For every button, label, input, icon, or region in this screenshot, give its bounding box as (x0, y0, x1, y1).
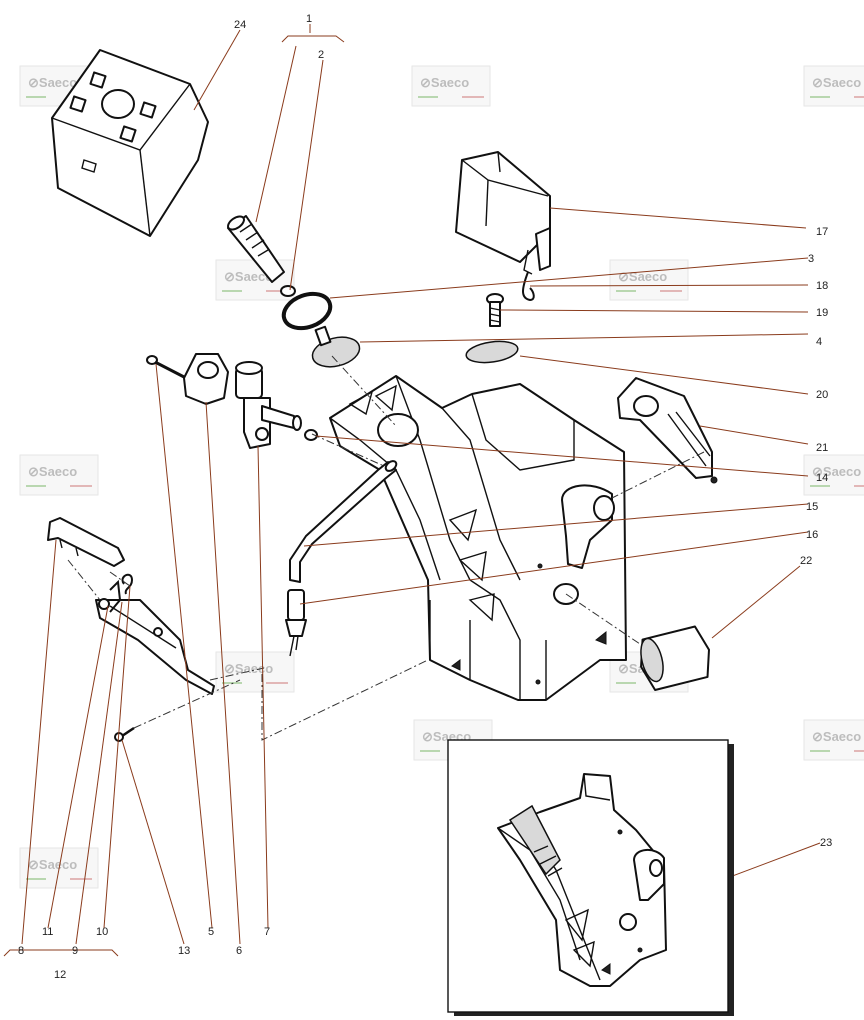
watermark: ⊘Saeco (215, 651, 295, 693)
callout-17: 17 (816, 226, 828, 238)
callout-5: 5 (208, 926, 214, 938)
part-6-bracket (183, 353, 229, 405)
callout-22: 22 (800, 555, 812, 567)
part-7-valve (235, 361, 302, 449)
svg-text:⊘Saeco: ⊘Saeco (812, 75, 861, 90)
inset-assembled-unit (447, 739, 734, 1016)
callout-11: 11 (42, 926, 53, 938)
leader-lines (3, 24, 821, 957)
callout-15: 15 (806, 501, 818, 513)
svg-text:⊘Saeco: ⊘Saeco (28, 464, 77, 479)
part-8-handle (47, 517, 125, 567)
svg-text:⊘Saeco: ⊘Saeco (618, 269, 667, 284)
watermark: ⊘Saeco (609, 259, 689, 301)
callout-7: 7 (264, 926, 270, 938)
callout-13: 13 (178, 945, 190, 957)
part-15-tube (289, 460, 398, 583)
svg-text:⊘Saeco: ⊘Saeco (812, 464, 861, 479)
watermark: ⊘Saeco (803, 719, 864, 761)
callout-14: 14 (816, 472, 828, 484)
main-frame (329, 375, 627, 701)
callout-4: 4 (816, 336, 822, 348)
svg-text:⊘Saeco: ⊘Saeco (28, 75, 77, 90)
part-17-funnel (455, 151, 551, 275)
callout-labels: 1 2 24 17 3 18 19 4 20 21 14 15 16 22 23… (18, 13, 832, 981)
part-21-lever (617, 377, 718, 484)
part-9-lever-plate (95, 598, 215, 695)
callout-20: 20 (816, 389, 828, 401)
part-22-pin (640, 625, 710, 692)
callout-24: 24 (234, 19, 246, 31)
part-1-pin (227, 215, 296, 297)
part-20-disc (465, 340, 519, 364)
assembly-lines (67, 355, 705, 741)
callout-12: 12 (54, 969, 66, 981)
callout-10: 10 (96, 926, 108, 938)
callout-16: 16 (806, 529, 818, 541)
svg-text:⊘Saeco: ⊘Saeco (812, 729, 861, 744)
part-16-nozzle (285, 589, 307, 657)
watermark: ⊘Saeco (411, 65, 491, 107)
callout-6: 6 (236, 945, 242, 957)
part-3-o-ring (281, 291, 333, 331)
svg-text:⊘Saeco: ⊘Saeco (224, 661, 273, 676)
part-4-filter (311, 325, 361, 368)
part-14-small-ring (304, 429, 318, 441)
part-19-screw (486, 293, 504, 327)
svg-text:⊘Saeco: ⊘Saeco (420, 75, 469, 90)
callout-2: 2 (318, 49, 324, 61)
callout-3: 3 (808, 253, 814, 265)
callout-18: 18 (816, 280, 828, 292)
callout-8: 8 (18, 945, 24, 957)
watermark: ⊘Saeco (803, 65, 864, 107)
watermark: ⊘Saeco (803, 454, 864, 496)
part-11-spring (109, 579, 122, 613)
part-24-cover (51, 49, 209, 237)
part-18-spring (522, 271, 535, 302)
callout-21: 21 (816, 442, 828, 454)
callout-19: 19 (816, 307, 828, 319)
callout-23: 23 (820, 837, 832, 849)
svg-text:⊘Saeco: ⊘Saeco (224, 269, 273, 284)
watermark: ⊘Saeco (19, 454, 99, 496)
part-5-screw (146, 355, 187, 380)
callout-1: 1 (306, 13, 312, 25)
part-13-screw (114, 726, 135, 742)
callout-9: 9 (72, 945, 78, 957)
svg-text:⊘Saeco: ⊘Saeco (28, 857, 77, 872)
part-10-clip (121, 573, 134, 595)
